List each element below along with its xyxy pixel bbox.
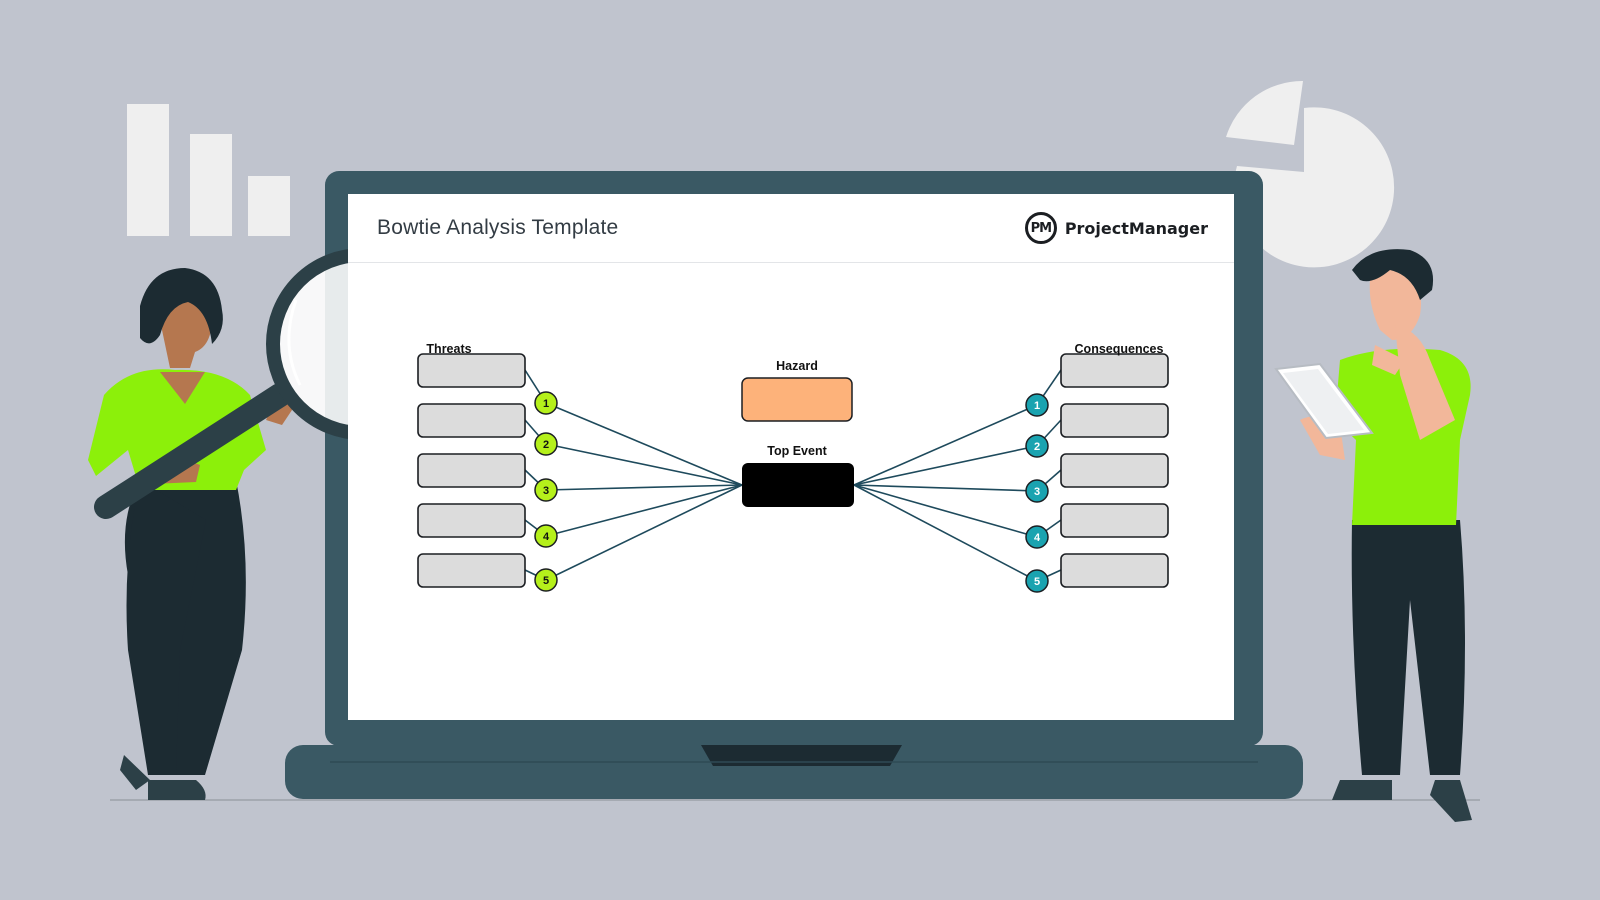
consequence-box[interactable] xyxy=(1060,553,1169,588)
consequence-connector-line xyxy=(853,484,1038,538)
threat-list: 1 2 3 4 5 xyxy=(417,353,558,592)
threat-number-badge xyxy=(534,432,558,456)
bar-chart-icon xyxy=(127,104,290,236)
threats-label: Threats xyxy=(426,342,471,356)
consequence-connector-line xyxy=(853,484,1038,492)
threat-item[interactable]: 1 xyxy=(417,353,558,415)
consequence-item[interactable]: 4 xyxy=(1025,503,1169,549)
consequences-label: Consequences xyxy=(1075,342,1164,356)
top-event-box[interactable] xyxy=(742,463,854,507)
consequence-number-badge xyxy=(1025,569,1049,593)
consequence-item[interactable]: 3 xyxy=(1025,453,1169,503)
threat-number: 3 xyxy=(543,485,549,497)
page-title: Bowtie Analysis Template xyxy=(377,216,619,239)
top-event-label: Top Event xyxy=(767,444,827,458)
threat-item[interactable]: 4 xyxy=(417,503,558,548)
threat-box[interactable] xyxy=(417,453,526,488)
pie-chart-icon xyxy=(1226,80,1395,268)
threat-item[interactable]: 5 xyxy=(417,553,558,592)
consequence-list: 1 2 3 4 5 xyxy=(1025,353,1169,593)
consequence-number: 5 xyxy=(1034,576,1040,588)
consequence-number-badge xyxy=(1025,434,1049,458)
pm-logo-icon: PM xyxy=(1024,212,1057,244)
hazard-label: Hazard xyxy=(776,359,818,373)
consequence-number-badge xyxy=(1025,393,1049,417)
threat-number-badge xyxy=(534,568,558,592)
threat-number-badge xyxy=(534,391,558,415)
threat-number: 5 xyxy=(543,575,549,587)
consequence-item[interactable]: 5 xyxy=(1025,553,1169,593)
header-divider xyxy=(348,262,1234,263)
tablet-icon xyxy=(1274,362,1374,440)
consequence-number-badge xyxy=(1025,479,1049,503)
woman-figure xyxy=(88,268,292,800)
consequence-item[interactable]: 1 xyxy=(1025,353,1169,417)
threat-box[interactable] xyxy=(417,503,526,538)
threat-number-badge xyxy=(534,524,558,548)
consequence-box[interactable] xyxy=(1060,353,1169,388)
threat-number: 4 xyxy=(543,531,550,543)
threat-box[interactable] xyxy=(417,553,526,588)
consequence-number-badge xyxy=(1025,525,1049,549)
consequence-number: 1 xyxy=(1034,400,1040,412)
threat-box[interactable] xyxy=(417,403,526,438)
consequence-connector-line xyxy=(853,484,1038,582)
connectors xyxy=(524,369,1062,582)
consequence-box[interactable] xyxy=(1060,403,1169,438)
threat-item[interactable]: 3 xyxy=(417,453,558,502)
consequence-item[interactable]: 2 xyxy=(1025,403,1169,458)
brand: PM ProjectManager xyxy=(1024,212,1208,244)
threat-connector-line xyxy=(545,484,743,491)
consequence-box[interactable] xyxy=(1060,453,1169,488)
threat-connector-line xyxy=(545,484,743,581)
document-screen: Bowtie Analysis Template PM ProjectManag… xyxy=(348,194,1234,720)
consequence-box[interactable] xyxy=(1060,503,1169,538)
threat-connector-line xyxy=(545,402,743,486)
hazard-box[interactable] xyxy=(741,377,853,422)
consequence-number: 3 xyxy=(1034,486,1040,498)
consequence-connector-line xyxy=(853,445,1038,486)
man-figure xyxy=(1300,249,1472,822)
bowtie-diagram: 1 2 3 4 5 1 2 3 4 5 Threats Hazard Top Event Con… xyxy=(417,342,1169,593)
threat-number: 2 xyxy=(543,439,549,451)
threat-item[interactable]: 2 xyxy=(417,403,558,456)
consequence-number: 2 xyxy=(1034,441,1040,453)
threat-connector-line xyxy=(545,484,743,537)
threat-box[interactable] xyxy=(417,353,526,388)
threat-number-badge xyxy=(534,478,558,502)
threat-connector-line xyxy=(545,443,743,486)
consequence-connector-line xyxy=(853,404,1038,486)
threat-number: 1 xyxy=(543,398,549,410)
consequence-number: 4 xyxy=(1034,532,1041,544)
brand-name: ProjectManager xyxy=(1064,218,1208,238)
